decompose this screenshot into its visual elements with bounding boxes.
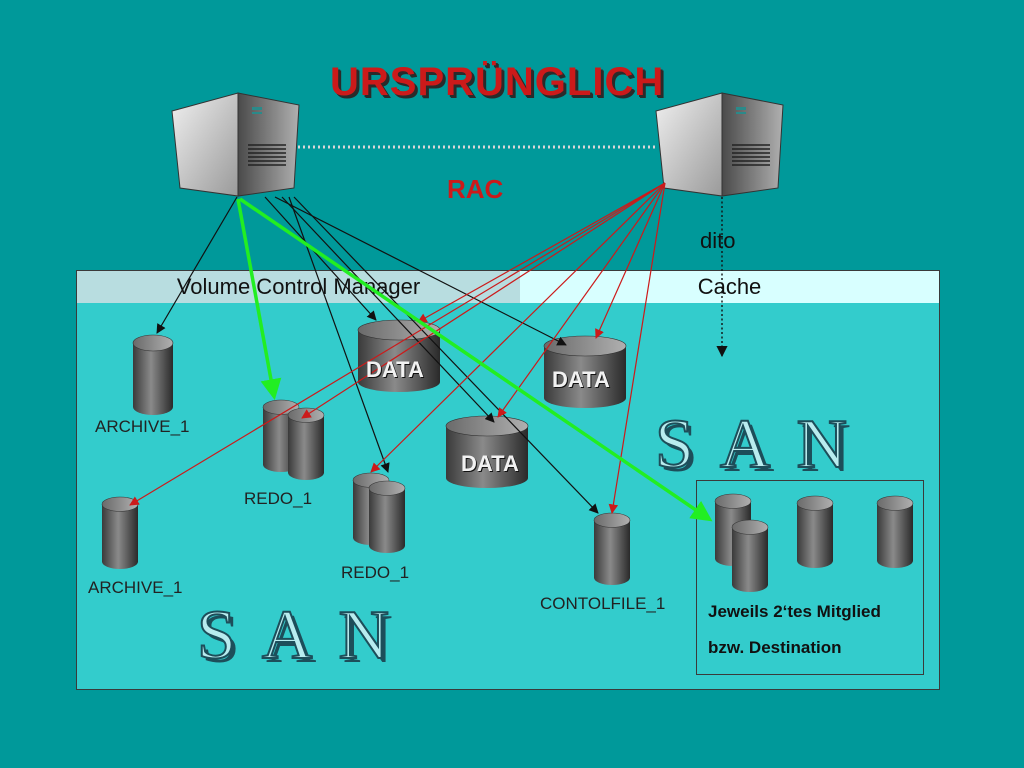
right-server-connections xyxy=(129,182,666,514)
data-disk-3-label: DATA xyxy=(461,451,519,476)
destination-box xyxy=(696,480,924,675)
server-left-icon xyxy=(171,92,300,197)
dest-disk-2-icon xyxy=(796,495,834,569)
controlfile-label: CONTOLFILE_1 xyxy=(540,594,666,613)
archive-bottom-disk-icon xyxy=(101,496,139,570)
controlfile-disk-icon xyxy=(593,512,631,586)
dest-disk-1b-icon xyxy=(731,519,769,593)
san-label-right: SAN xyxy=(654,405,874,484)
redo-top-disk-b-icon xyxy=(287,407,325,481)
destination-line2: bzw. Destination xyxy=(708,638,842,657)
destination-line1: Jeweils 2‘tes Mitglied xyxy=(708,602,881,621)
server-right-icon xyxy=(655,92,784,197)
redo-bottom-label: REDO_1 xyxy=(341,563,410,582)
data-disk-1-label: DATA xyxy=(366,357,424,382)
archive-top-label: ARCHIVE_1 xyxy=(95,417,190,436)
second-member-connections xyxy=(236,197,713,522)
redo-top-label: REDO_1 xyxy=(244,489,313,508)
data-disk-2-label: DATA xyxy=(552,367,610,392)
cache-header: Cache xyxy=(520,271,939,303)
san-label-left: SAN xyxy=(196,596,416,675)
page-title: URSPRÜNGLICH xyxy=(330,60,665,104)
archive-top-disk-icon xyxy=(132,334,174,416)
rac-label: RAC xyxy=(447,174,504,204)
redo-bottom-disk-b-icon xyxy=(368,480,406,554)
dito-label: dito xyxy=(700,228,736,253)
archive-bottom-label: ARCHIVE_1 xyxy=(88,578,183,597)
dest-disk-3-icon xyxy=(876,495,914,569)
